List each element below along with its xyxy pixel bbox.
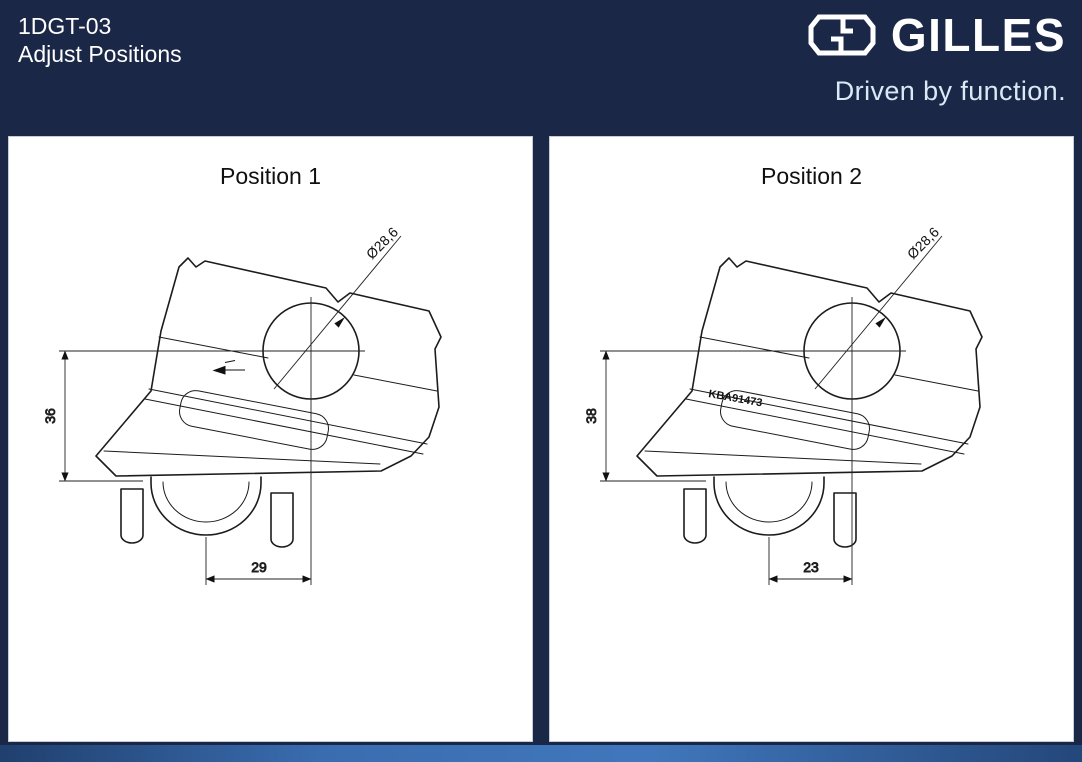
technical-drawing-position-2: Ø28,6 KBA91473 38 23: [583, 224, 983, 585]
riser-body-outline: [636, 257, 983, 477]
bolt-left: [683, 488, 707, 544]
width-dim-label: 29: [251, 559, 267, 575]
brand-name: GILLES: [890, 9, 1066, 61]
brand-tagline: Driven by function.: [834, 76, 1066, 106]
bolt-right: [833, 492, 857, 548]
bolt-left: [120, 488, 144, 544]
height-dim-label: 38: [583, 408, 599, 424]
kba-marking: KBA91473: [707, 388, 763, 409]
technical-drawing-position-1: Ø28,6 36 29: [42, 224, 442, 585]
brand-logo: GILLES: [805, 8, 1066, 62]
direction-arrow-marking: [212, 360, 245, 375]
bolt-right: [270, 492, 294, 548]
width-dim-label: 23: [803, 559, 819, 575]
leader-arrowhead: [334, 317, 345, 328]
panel-title-position-2: Position 2: [760, 163, 862, 189]
width-dimension: 23: [768, 409, 853, 585]
page-title: Adjust Positions: [18, 41, 182, 68]
height-dimension: 38: [583, 350, 846, 482]
riser-body-outline: [95, 257, 442, 477]
leader-arrowhead: [875, 317, 886, 328]
centerlines: [257, 235, 402, 409]
lower-clamp-and-bolts: [120, 476, 294, 548]
panel-position-1: Position 1 Ø28,6: [8, 136, 533, 742]
footer-accent-stripe: [0, 745, 1082, 762]
panel-title-position-1: Position 1: [219, 163, 321, 189]
height-dimension: 36: [42, 350, 305, 482]
gilles-logo-icon: [808, 14, 876, 56]
height-dim-label: 36: [42, 408, 58, 424]
lower-clamp-and-bolts: [683, 476, 857, 548]
width-dimension: 29: [205, 409, 312, 585]
panel-position-2: Position 2 Ø28,6 KBA91473: [549, 136, 1074, 742]
product-code: 1DGT-03: [18, 13, 112, 39]
header-title-block: 1DGT-03 Adjust Positions: [18, 12, 182, 68]
centerlines: [798, 235, 943, 409]
